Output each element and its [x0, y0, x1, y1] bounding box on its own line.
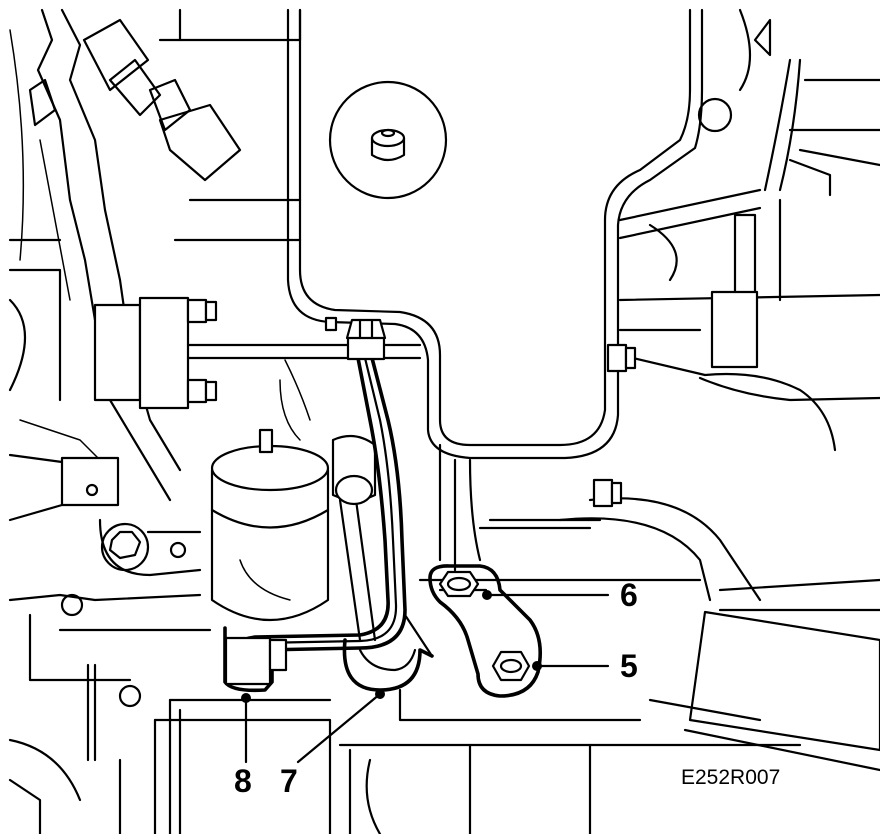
figure-code-backdrop	[676, 762, 812, 792]
callout-7: 7	[280, 689, 385, 799]
callout-5: 5	[532, 648, 638, 684]
callout-7-label: 7	[280, 763, 298, 799]
callout-6-label: 6	[620, 577, 638, 613]
callout-5-label: 5	[620, 648, 638, 684]
top-banjo-fitting	[345, 318, 387, 361]
bolt-6	[438, 570, 480, 598]
bolt-5	[491, 650, 531, 682]
callout-8: 8	[234, 693, 252, 799]
background-linework	[8, 8, 880, 834]
callout-6: 6	[482, 577, 638, 613]
figure-code: E252R007	[681, 766, 780, 789]
hose-clamp-8	[223, 626, 288, 693]
callout-8-label: 8	[234, 763, 252, 799]
